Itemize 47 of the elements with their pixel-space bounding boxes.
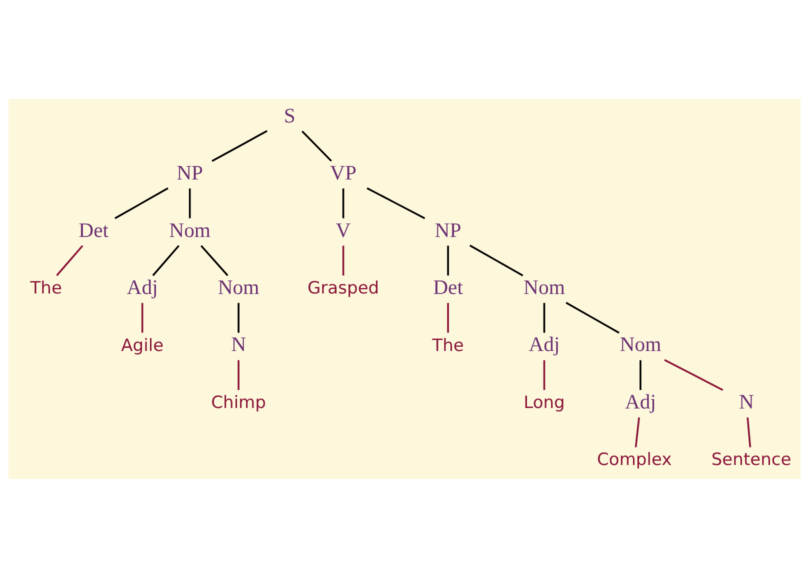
connector: [188, 188, 191, 218]
connector: [114, 186, 168, 219]
connector: [56, 244, 84, 276]
node-text: N: [231, 334, 246, 356]
connector: [342, 188, 344, 218]
node-text: NP: [434, 219, 462, 242]
node-text: Det: [78, 219, 109, 242]
node-text: Det: [433, 276, 463, 298]
connector: [543, 302, 546, 332]
node-text: N: [738, 390, 754, 413]
node-text: Nom: [169, 219, 211, 242]
connector: [566, 301, 620, 334]
node-text: Adj: [624, 390, 656, 413]
connector: [664, 358, 724, 390]
node-text: Nom: [524, 276, 565, 298]
connector: [469, 244, 524, 276]
connector: [141, 302, 144, 332]
connector: [200, 244, 228, 276]
node-text: Nom: [620, 334, 662, 356]
connector: [640, 360, 642, 390]
node-text: VP: [330, 162, 357, 184]
node-text: V: [336, 219, 351, 242]
node-text: Agile: [121, 335, 164, 356]
node-text: S: [284, 104, 296, 127]
connector: [746, 416, 752, 447]
node-text: NP: [176, 162, 204, 184]
connector: [543, 360, 546, 390]
node-text: Adj: [126, 276, 158, 298]
connector: [447, 245, 449, 276]
node-text: Grasped: [307, 278, 380, 298]
node-text: Complex: [596, 450, 672, 470]
node-text: Long: [524, 392, 565, 412]
connector: [366, 186, 426, 219]
connector: [212, 130, 268, 162]
connector: [634, 416, 640, 447]
connector: [342, 245, 344, 276]
node-text: Nom: [218, 276, 260, 298]
node-text: Sentence: [711, 450, 792, 470]
connector: [238, 360, 240, 390]
node-text: The: [30, 278, 62, 298]
connector: [447, 302, 449, 332]
connector: [302, 130, 332, 162]
connector: [152, 244, 180, 276]
connector: [238, 302, 240, 332]
node-text: The: [432, 335, 464, 356]
node-text: Adj: [528, 334, 560, 356]
node-text: Chimp: [211, 392, 266, 412]
